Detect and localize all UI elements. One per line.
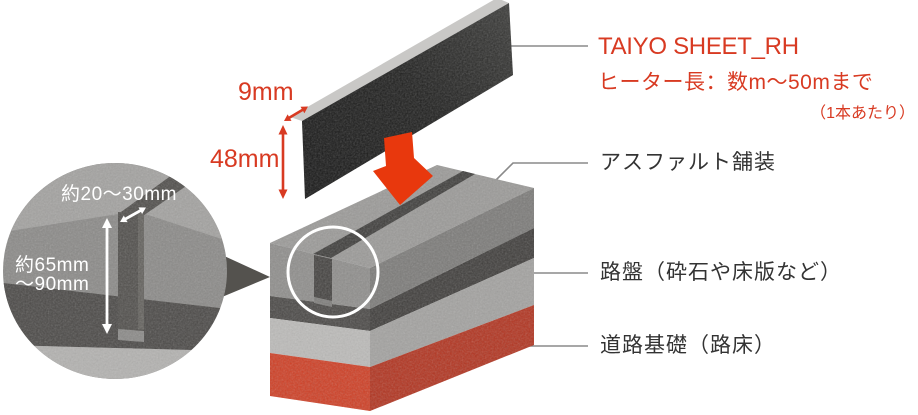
sheet-dimension-arrows: [278, 106, 308, 199]
thickness-label: 9mm: [238, 78, 294, 106]
foundation-layer-label: 道路基礎（路床）: [600, 334, 776, 357]
product-name-label: TAIYO SHEET_RH: [598, 33, 799, 60]
highlight-circle: [286, 225, 380, 319]
groove-depth-label: 約65mm 〜90mm: [15, 256, 89, 294]
depth-arrow-head-bottom: [102, 324, 112, 334]
thickness-arrow-head-right: [300, 106, 308, 114]
depth-arrow-head-top: [102, 218, 112, 228]
groove-depth-line1: 約65mm: [15, 255, 90, 276]
thickness-arrow-line: [287, 107, 305, 120]
groove-dimension-arrows: [102, 207, 146, 334]
width-arrow-line: [123, 208, 143, 221]
heater-length-label: ヒーター長：数m〜50mまで: [598, 71, 874, 94]
roadbed-layer-label: 路盤（砕石や床版など）: [600, 261, 842, 284]
width-arrow-head-right: [138, 207, 146, 214]
width-arrow-head-left: [120, 215, 128, 223]
heater-length-note: （1本あたり）: [810, 105, 915, 122]
asphalt-layer-label: アスファルト舗装: [600, 151, 776, 174]
install-down-arrow-icon: [373, 132, 433, 205]
sheet-thickness-edge: [290, 0, 509, 121]
texture-overlay: [3, 3, 534, 411]
groove-depth-line2: 〜90mm: [15, 274, 90, 295]
height-label: 48mm: [210, 145, 280, 173]
magnifier-pointer: [222, 255, 270, 297]
groove-width-label: 約20〜30mm: [61, 184, 177, 205]
height-arrow-head-bottom: [278, 189, 288, 199]
height-arrow-head-top: [278, 125, 288, 135]
thickness-arrow-head-left: [284, 114, 292, 121]
